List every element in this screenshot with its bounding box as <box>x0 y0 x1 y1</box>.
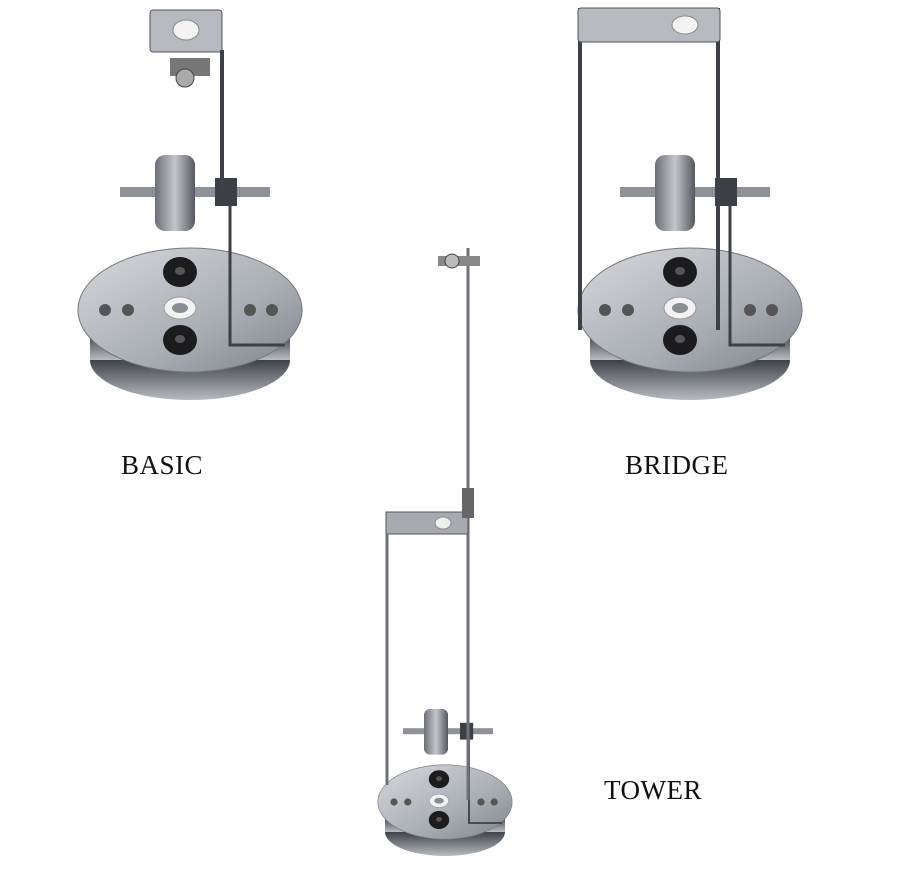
tower-frame <box>385 248 480 800</box>
basic-device-image <box>76 9 304 402</box>
tower-label: TOWER <box>604 775 702 805</box>
basic-label: BASIC <box>121 450 204 480</box>
bridge-label: BRIDGE <box>625 450 729 480</box>
bridge-device-image <box>576 7 804 402</box>
tower-device-image <box>376 708 514 857</box>
